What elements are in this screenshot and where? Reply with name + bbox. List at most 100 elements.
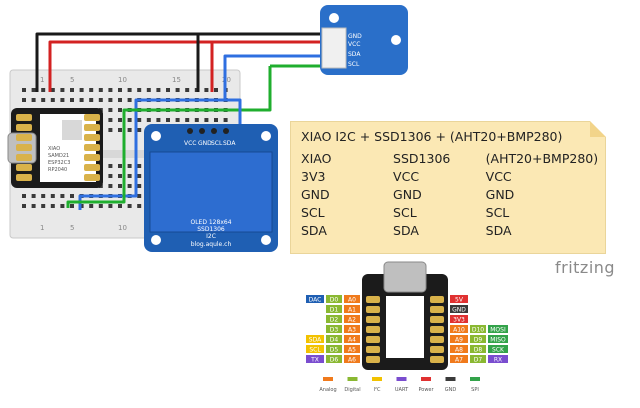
- pin-analog-label-badge: [344, 335, 360, 343]
- pin-function-label: SCK: [492, 347, 505, 354]
- pin-pad: [430, 336, 444, 343]
- breadboard-hole: [31, 204, 36, 208]
- pin-digital-label: D5: [330, 347, 339, 354]
- breadboard-hole: [156, 118, 161, 122]
- breadboard-hole: [118, 204, 122, 208]
- breadboard-hole: [50, 98, 55, 102]
- breadboard-hole: [118, 118, 122, 122]
- pin-digital-label-badge: [470, 325, 486, 333]
- legend-swatch: [323, 377, 333, 381]
- pin-analog-label: A9: [455, 337, 463, 344]
- legend-label: SPI: [471, 387, 479, 393]
- pin-analog-label-badge: [344, 355, 360, 363]
- oled-screen-text: OLED 128x64: [190, 219, 231, 226]
- breadboard-hole: [50, 204, 55, 208]
- wire-black-gnd: [35, 32, 320, 92]
- pin-function-label-badge: [306, 295, 324, 303]
- table-header-row: XIAO SSD1306 (AHT20+BMP280): [301, 149, 605, 167]
- pin-digital-label: D10: [472, 327, 484, 334]
- table-cell: GND: [301, 186, 330, 202]
- pin-pad: [84, 174, 100, 181]
- pin-digital-label-badge: [326, 325, 342, 333]
- legend-swatch: [445, 377, 456, 381]
- breadboard-hole: [41, 98, 46, 102]
- breadboard-hole: [79, 88, 84, 92]
- pin-pad: [16, 144, 32, 151]
- breadboard-hole: [98, 204, 103, 208]
- oled-pin-label: VCC: [184, 140, 196, 147]
- breadboard-hole: [146, 88, 151, 92]
- oled-screen-text: I2C: [206, 233, 216, 240]
- breadboard-hole: [146, 118, 151, 122]
- breadboard-hole: [31, 98, 36, 102]
- pin-pad: [430, 306, 444, 313]
- breadboard-row-number: 5: [70, 224, 74, 232]
- connection-table: XIAO SSD1306 (AHT20+BMP280) 3V3 VCC VCC …: [301, 149, 605, 239]
- pin-pad: [16, 164, 32, 171]
- legend-swatch: [421, 377, 431, 381]
- pin-analog-label-badge: [344, 295, 360, 303]
- sensor-module: GND VCC SDA SCL: [320, 5, 408, 75]
- xiao-silk-text: ESP32C3: [48, 160, 70, 166]
- xiao-pinout-diagram: A0D0DACA1D1A2D2A3D3A4D4SDAA5D5SCLA6D6TX …: [306, 261, 508, 393]
- pin-analog-label: A7: [455, 357, 463, 364]
- pin-pad: [366, 316, 380, 323]
- pin-digital-label-badge: [326, 295, 342, 303]
- breadboard-hole: [118, 98, 122, 102]
- pin-analog-label-badge: [344, 345, 360, 353]
- breadboard-row-number: 5: [70, 76, 74, 84]
- pin-function-label-badge: [488, 345, 508, 353]
- breadboard-hole: [118, 128, 122, 132]
- pin-digital-label-badge: [470, 345, 486, 353]
- pin-digital-label: D1: [330, 307, 339, 314]
- sensor-pin-label: SDA: [348, 51, 361, 58]
- pin-pad: [16, 134, 32, 141]
- breadboard-hole: [156, 88, 161, 92]
- breadboard-hole: [50, 88, 55, 92]
- fritzing-watermark: fritzing: [555, 258, 616, 277]
- table-cell: 3V3: [301, 168, 326, 184]
- breadboard-hole: [214, 118, 218, 122]
- sensor-pin-label: GND: [348, 33, 362, 40]
- breadboard-hole: [137, 194, 142, 198]
- breadboard-hole: [166, 88, 170, 92]
- breadboard-hole: [89, 204, 94, 208]
- pin-function-label-badge: [488, 335, 508, 343]
- table-cell: SCL: [393, 204, 417, 220]
- pin-analog-label: A6: [348, 357, 356, 364]
- table-cell: SCL: [301, 204, 325, 220]
- pin-analog-label-badge: [450, 345, 468, 353]
- breadboard-hole: [175, 88, 180, 92]
- legend-swatch: [347, 377, 358, 381]
- breadboard-hole: [22, 204, 26, 208]
- oled-screen-text: SSD1306: [197, 226, 225, 233]
- breadboard-hole: [41, 88, 46, 92]
- xiao-silk-text: SAMD21: [48, 153, 69, 159]
- legend-label: Analog: [319, 387, 336, 393]
- pin-analog-label: 3V3: [453, 317, 465, 324]
- pin-pad: [366, 296, 380, 303]
- pin-pad: [16, 114, 32, 121]
- breadboard-hole: [89, 98, 94, 102]
- table-row: SDA SDA SDA: [301, 221, 605, 239]
- pin-pad: [366, 356, 380, 363]
- breadboard-hole: [108, 98, 113, 102]
- pin-digital-label-badge: [326, 355, 342, 363]
- breadboard-hole: [137, 184, 142, 188]
- breadboard-hole: [166, 118, 170, 122]
- breadboard-hole: [108, 164, 113, 168]
- sensor-pin-label: SCL: [348, 61, 360, 68]
- table-cell: GND: [393, 186, 422, 202]
- breadboard-hole: [60, 194, 65, 198]
- pin-pad: [84, 124, 100, 131]
- breadboard-hole: [108, 88, 113, 92]
- connection-note: XIAO I2C + SSD1306 + (AHT20+BMP280) XIAO…: [290, 121, 606, 254]
- breadboard-hole: [223, 118, 228, 122]
- pin-function-label-badge: [306, 355, 324, 363]
- pin-analog-label: A0: [348, 297, 356, 304]
- pin-analog-label: A4: [348, 337, 356, 344]
- pin-digital-label: D0: [330, 297, 339, 304]
- table-cell: XIAO: [301, 150, 332, 166]
- pin-digital-label: D3: [330, 327, 339, 334]
- oled-pin-label: SCL: [211, 140, 223, 147]
